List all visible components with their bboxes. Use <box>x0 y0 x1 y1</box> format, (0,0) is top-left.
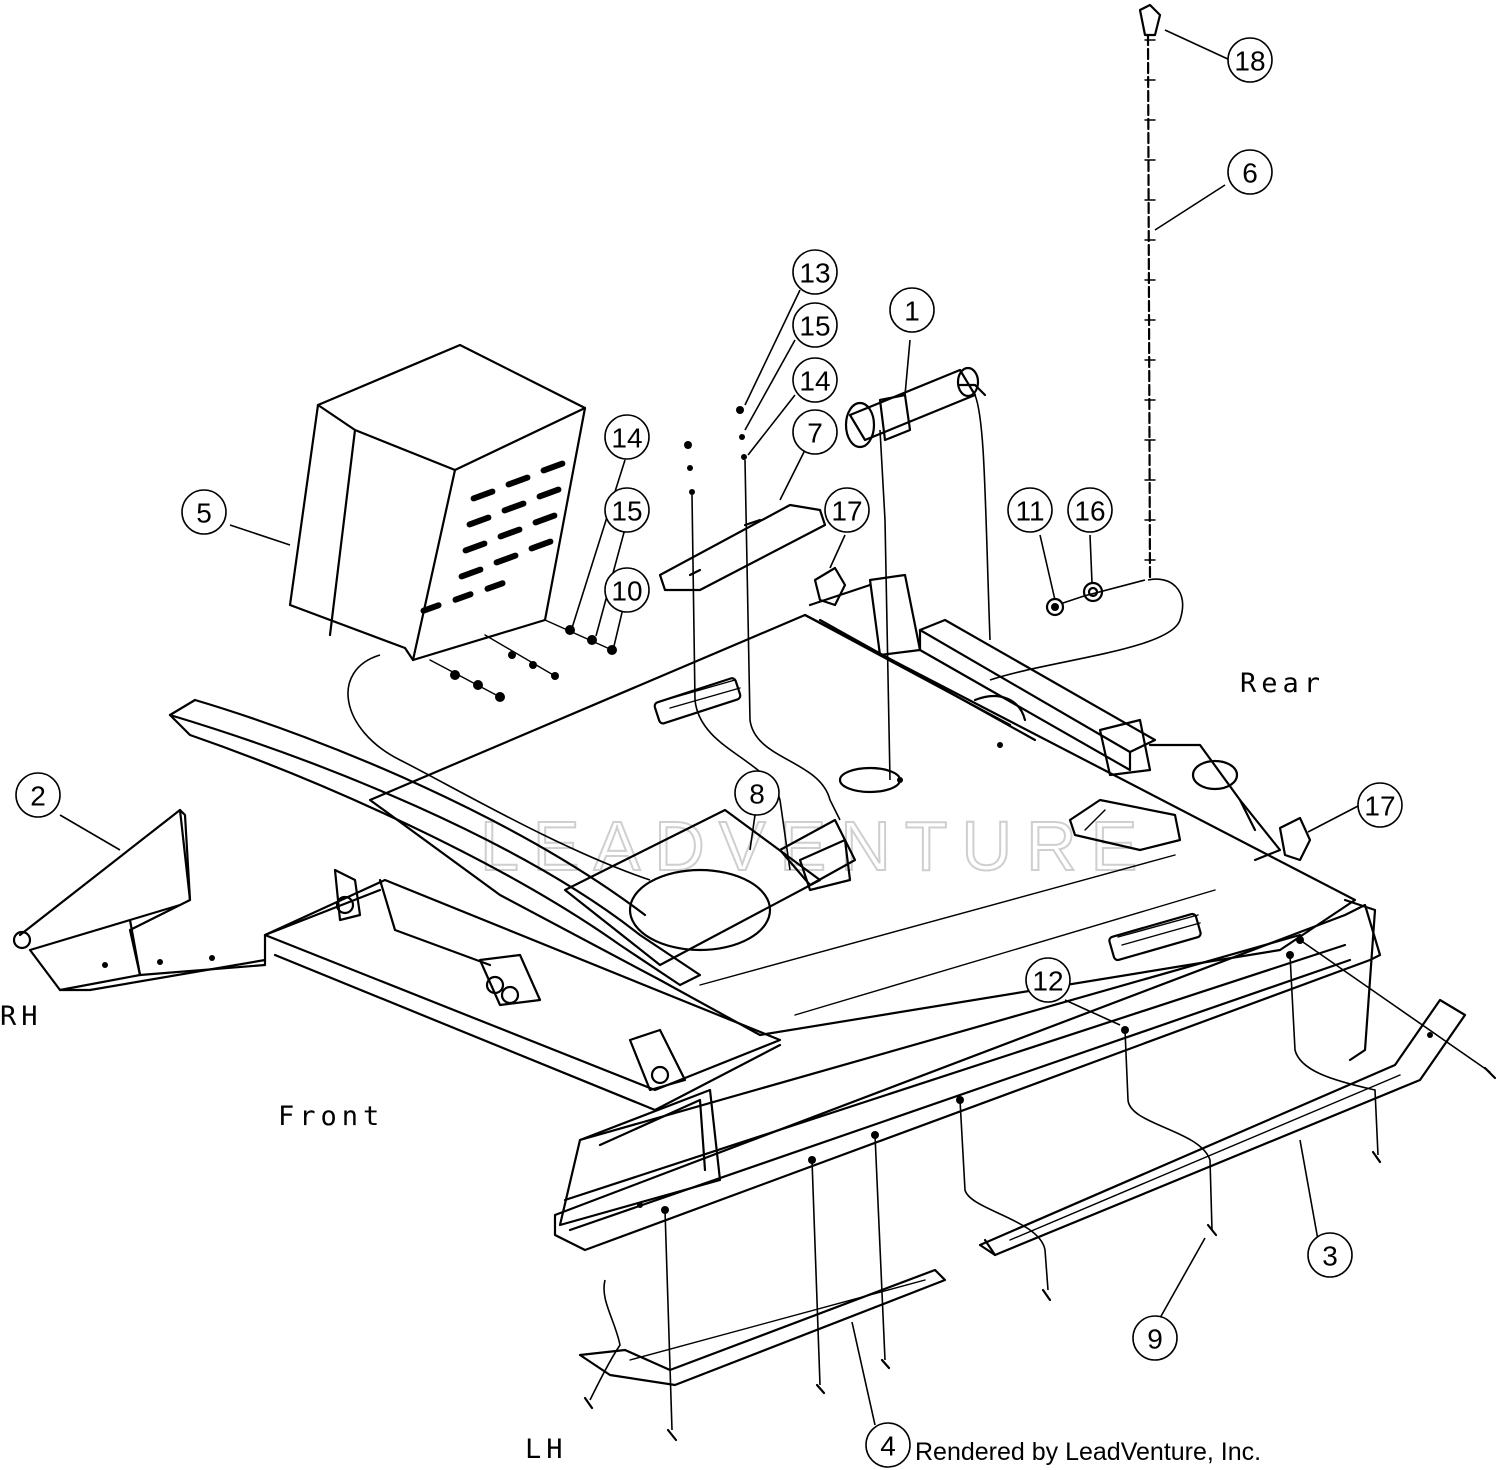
watermark: LEADVENTURE <box>480 807 1151 885</box>
callout-number: 15 <box>611 496 642 527</box>
callout-number: 13 <box>799 258 830 289</box>
shield-vent-slots <box>420 460 566 614</box>
callout-15a: 15 <box>792 302 838 348</box>
callout-13: 13 <box>792 249 838 295</box>
callout-circle <box>1307 1232 1353 1278</box>
gearbox-shield <box>288 343 651 881</box>
callout-circle <box>1227 149 1273 195</box>
callout-10: 10 <box>604 567 650 613</box>
callout-number: 10 <box>611 576 642 607</box>
rear-hitch-beam <box>808 573 1282 862</box>
callout-14a: 14 <box>792 357 838 403</box>
callout-number: 3 <box>1322 1241 1338 1272</box>
callout-number: 16 <box>1074 496 1105 527</box>
callout-16: 16 <box>1067 487 1113 533</box>
callout-4: 4 <box>865 1422 911 1468</box>
callout-9: 9 <box>1132 1315 1178 1361</box>
callout-circle <box>889 287 935 333</box>
label-rh: RH <box>0 1001 43 1032</box>
callout-18: 18 <box>1227 37 1273 83</box>
callout-circle <box>734 770 780 816</box>
callout-circle <box>181 489 227 535</box>
callout-1: 1 <box>889 287 935 333</box>
callout-number: 9 <box>1147 1324 1163 1355</box>
callout-number: 2 <box>30 781 46 812</box>
callout-number: 5 <box>196 498 212 529</box>
callout-5: 5 <box>181 489 227 535</box>
callout-circle <box>604 414 650 460</box>
callout-number: 11 <box>1015 496 1044 527</box>
label-lh: LH <box>525 1434 568 1465</box>
callout-number: 12 <box>1032 966 1063 997</box>
safety-chain <box>989 3 1184 681</box>
callout-3: 3 <box>1307 1232 1353 1278</box>
callout-circle <box>15 772 61 818</box>
callout-leaders <box>59 29 1361 1426</box>
callout-number: 14 <box>611 423 642 454</box>
callout-circle <box>792 302 838 348</box>
callout-circle <box>1132 1315 1178 1361</box>
callout-number: 14 <box>799 366 830 397</box>
input-shaft <box>844 366 991 781</box>
callout-number: 17 <box>1364 791 1395 822</box>
mower-deck <box>368 613 1382 1252</box>
callout-circle <box>865 1422 911 1468</box>
callout-8: 8 <box>734 770 780 816</box>
callout-14b: 14 <box>604 414 650 460</box>
callout-number: 8 <box>749 779 765 810</box>
callout-circle <box>824 487 870 533</box>
callout-number: 18 <box>1234 46 1265 77</box>
callout-number: 15 <box>799 311 830 342</box>
callout-circle <box>604 487 650 533</box>
curved-frame-tube <box>168 698 782 1112</box>
hitch-pin-rear <box>1278 816 1312 862</box>
credit-text: Rendered by LeadVenture, Inc. <box>915 1438 1261 1466</box>
callout-circle <box>792 357 838 403</box>
callout-6: 6 <box>1227 149 1273 195</box>
callout-circle <box>792 249 838 295</box>
callout-17b: 17 <box>1357 782 1403 828</box>
callout-circle <box>1025 957 1071 1003</box>
skid-shoe-right <box>959 939 1497 1302</box>
callout-number: 17 <box>831 496 862 527</box>
callout-number: 6 <box>1242 158 1258 189</box>
callout-number: 1 <box>904 296 920 327</box>
callout-circle <box>1067 487 1113 533</box>
callout-number: 7 <box>807 418 823 449</box>
callout-circle <box>792 409 838 455</box>
callout-17a: 17 <box>824 487 870 533</box>
rh-hitch-frame <box>12 808 382 992</box>
callout-2: 2 <box>15 772 61 818</box>
callout-number: 4 <box>880 1431 896 1462</box>
hitch-pin-front <box>813 566 847 607</box>
callout-circle <box>1007 487 1053 533</box>
callout-circle <box>1357 782 1403 828</box>
label-rear: Rear <box>1240 668 1325 699</box>
callout-12: 12 <box>1025 957 1071 1003</box>
callout-11: 11 <box>1007 487 1053 533</box>
callout-7: 7 <box>792 409 838 455</box>
callout-circle <box>1227 37 1273 83</box>
callout-circle <box>604 567 650 613</box>
skid-shoe-left <box>578 742 1304 1442</box>
label-front: Front <box>278 1101 384 1132</box>
callout-15b: 15 <box>604 487 650 533</box>
